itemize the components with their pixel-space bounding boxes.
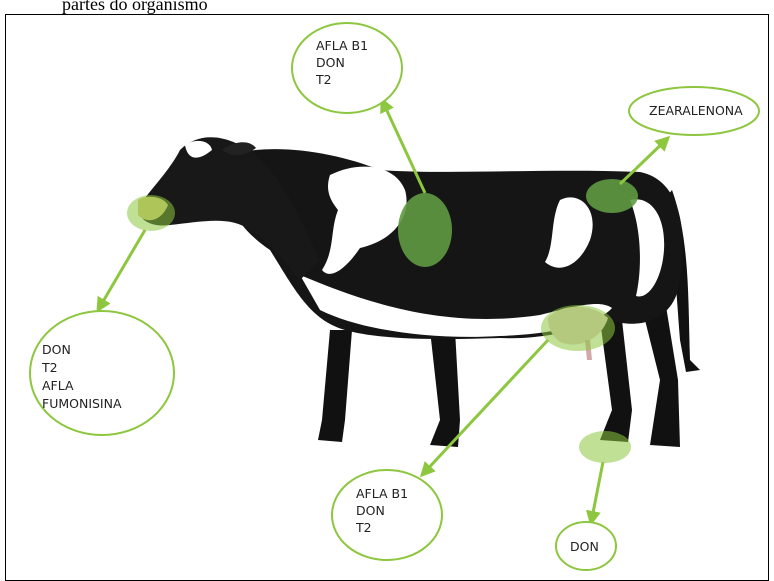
callout-hip-line-1: ZEARALENONA <box>649 103 743 118</box>
callout-udder: AFLA B1 DON T2 <box>332 470 442 560</box>
highlight-hip <box>586 179 638 213</box>
highlight-hoof <box>579 431 631 463</box>
arrow-mouth <box>98 230 145 310</box>
callout-udder-line-1: AFLA B1 <box>356 486 408 501</box>
arrow-hoof <box>591 462 603 523</box>
callout-hoof-line-1: DON <box>570 539 599 554</box>
callout-back-line-2: DON <box>316 55 345 70</box>
callout-back-line-3: T2 <box>315 72 332 87</box>
callout-hip: ZEARALENONA <box>629 87 759 135</box>
callout-hoof: DON <box>556 522 616 570</box>
callout-back-line-1: AFLA B1 <box>316 38 368 53</box>
highlight-udder <box>541 305 615 351</box>
callout-mouth-line-1: DON <box>42 342 71 357</box>
callout-udder-line-3: T2 <box>355 520 372 535</box>
highlight-back <box>398 193 452 267</box>
callout-mouth-line-2: T2 <box>41 360 58 375</box>
callout-back: AFLA B1 DON T2 <box>292 23 402 113</box>
callout-mouth: DON T2 AFLA FUMONISINA <box>30 311 174 435</box>
callout-udder-line-2: DON <box>356 503 385 518</box>
callout-mouth-line-4: FUMONISINA <box>42 396 122 411</box>
highlight-mouth <box>127 195 175 231</box>
callout-mouth-line-3: AFLA <box>42 378 74 393</box>
